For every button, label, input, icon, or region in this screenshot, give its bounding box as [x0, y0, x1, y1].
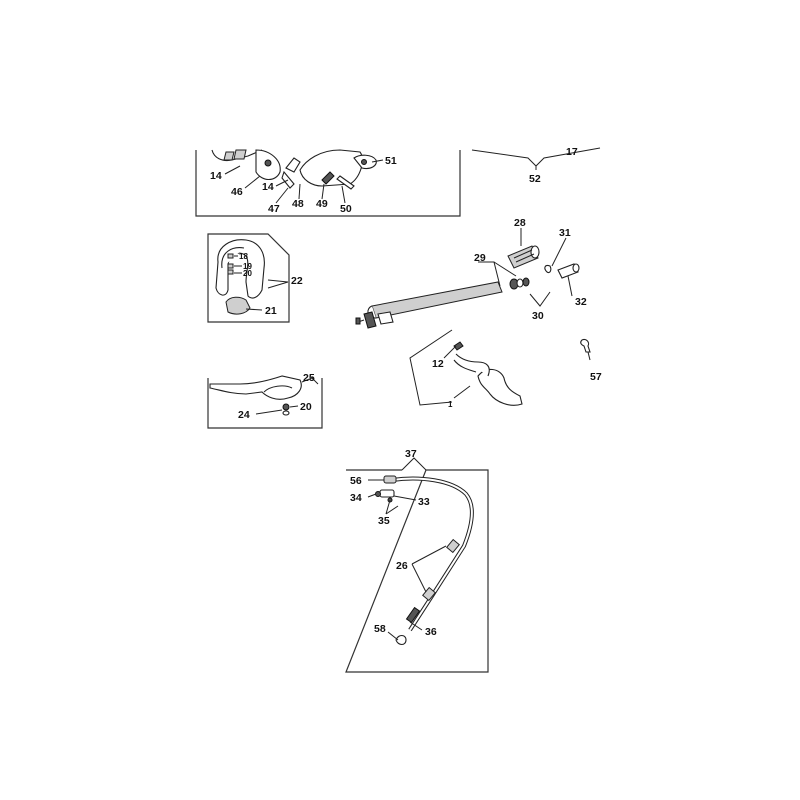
- drive-shaft-tube: [371, 281, 503, 319]
- callout-56: 56: [350, 475, 362, 487]
- shaft-spring: [509, 277, 530, 290]
- callout-50: 50: [340, 203, 352, 215]
- callout-49: 49: [316, 198, 328, 210]
- drive-shaft-group: 28 29 30 31 32: [355, 217, 587, 329]
- callout-21: 21: [265, 305, 277, 317]
- callout-52: 52: [529, 173, 541, 185]
- callout-29: 29: [474, 252, 486, 264]
- cable-end-58: [395, 634, 407, 646]
- screw-57-group: 57: [580, 338, 602, 383]
- callout-47: 47: [268, 203, 280, 215]
- callout-25: 25: [303, 372, 315, 384]
- flex-shaft-group: 37 56 34 33 35 26 58 36: [345, 448, 489, 673]
- callout-19: 19: [243, 262, 252, 271]
- callout-30: 30: [532, 310, 544, 322]
- loop-handle-group: 18 19 20 21 22: [207, 233, 303, 323]
- callout-46: 46: [231, 186, 243, 198]
- lever-box: [207, 378, 323, 429]
- callout-48: 48: [292, 198, 304, 210]
- shield-partial-group: 52 17: [471, 146, 601, 185]
- callout-32: 32: [575, 296, 587, 308]
- callout-26: 26: [396, 560, 408, 572]
- callout-18: 18: [239, 252, 248, 261]
- lever-part: [209, 375, 302, 400]
- callout-1: 1: [448, 400, 453, 409]
- handle-assembly-box: [195, 150, 461, 217]
- handle-assembly-group: 14 46 14 47 48 49 50 51: [195, 149, 461, 217]
- callout-35: 35: [378, 515, 390, 527]
- callout-37: 37: [405, 448, 417, 460]
- flex-cable: [391, 476, 474, 632]
- callout-17: 17: [566, 146, 578, 158]
- nipple-56: [383, 475, 397, 484]
- callout-20b: 20: [300, 401, 312, 413]
- shaft-end-fitting: [363, 311, 377, 329]
- callout-22: 22: [291, 275, 303, 287]
- flex-shaft-box: [345, 469, 489, 673]
- lever-group: 25 24 20: [207, 372, 323, 429]
- callout-14a: 14: [210, 170, 222, 182]
- handle-housing: [211, 149, 377, 190]
- callout-51: 51: [385, 155, 397, 167]
- handle-clamp: [225, 296, 251, 315]
- callout-14b: 14: [262, 181, 274, 193]
- callout-57: 57: [590, 371, 602, 383]
- callout-28: 28: [514, 217, 526, 229]
- clip-31: [544, 264, 552, 274]
- callout-33: 33: [418, 496, 430, 508]
- callout-31: 31: [559, 227, 571, 239]
- screw-57: [580, 338, 591, 353]
- harness-bracket: [477, 368, 523, 406]
- callout-36: 36: [425, 626, 437, 638]
- wire-harness-group: 12 1: [409, 329, 523, 409]
- callout-58: 58: [374, 623, 386, 635]
- callout-12: 12: [432, 358, 444, 370]
- callout-24: 24: [238, 409, 250, 421]
- callout-34: 34: [350, 492, 362, 504]
- callout-20a: 20: [243, 269, 252, 278]
- harness-box: [409, 329, 453, 406]
- loop-handle-box: [207, 233, 290, 323]
